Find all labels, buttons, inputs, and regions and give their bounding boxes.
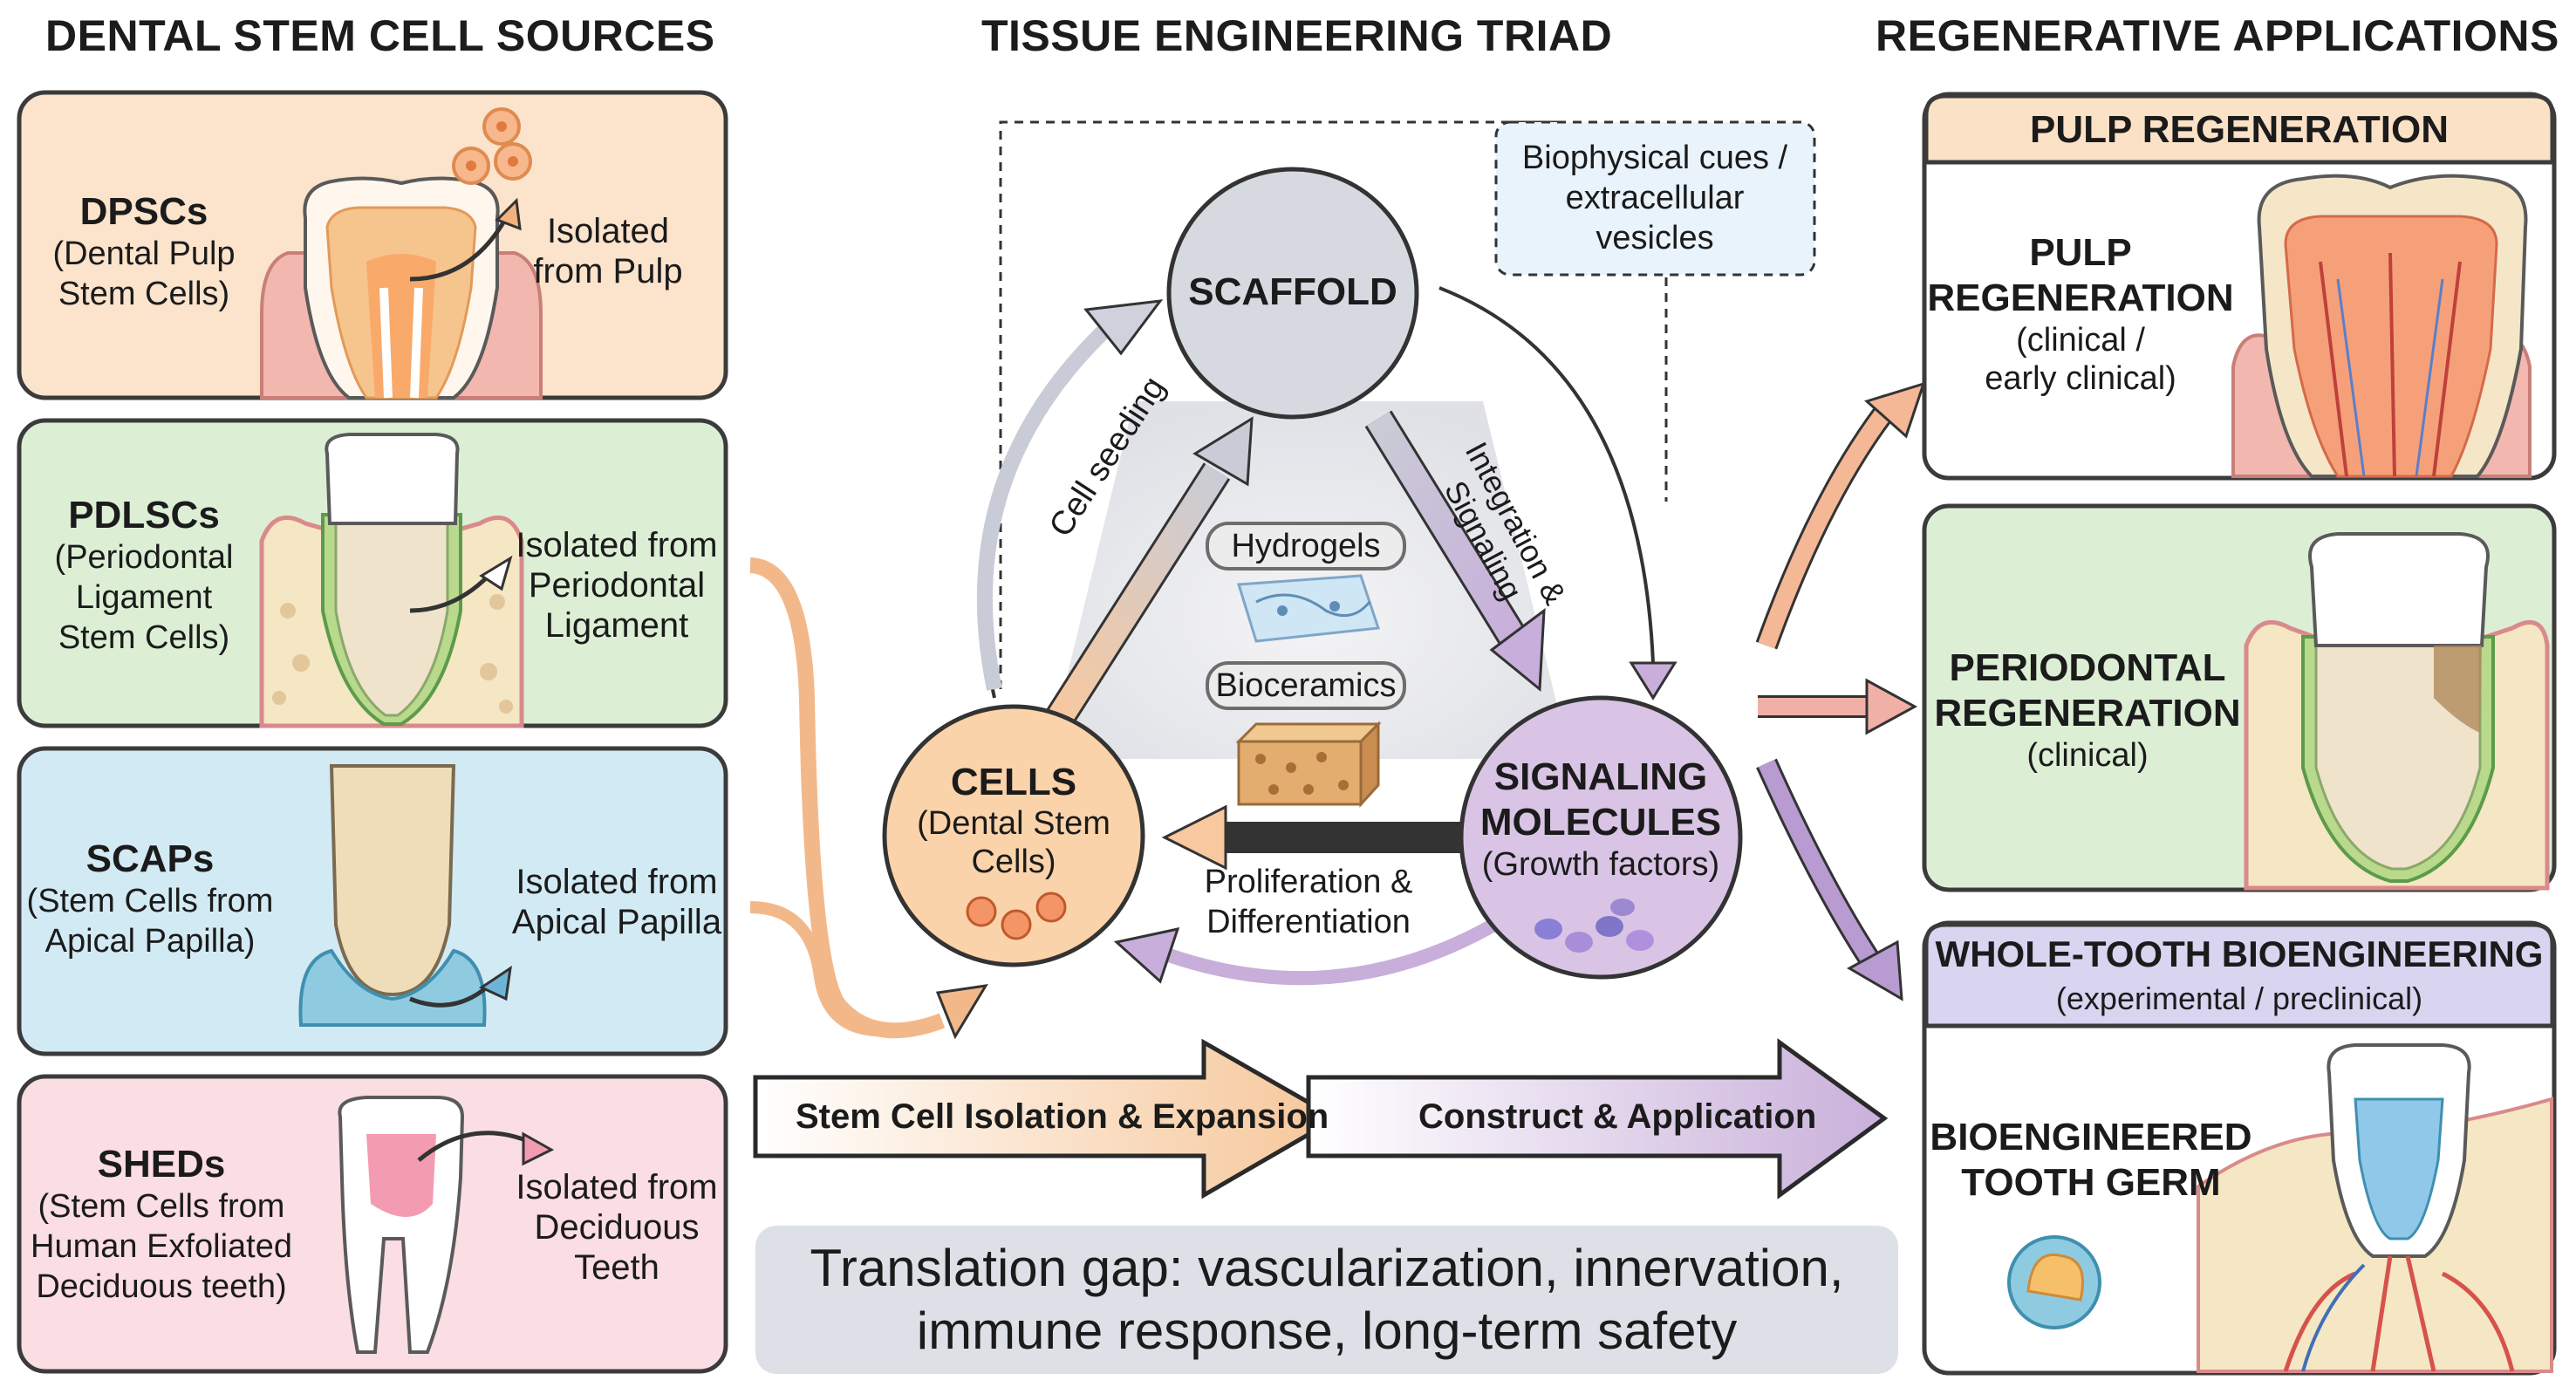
scap-iso-1: Isolated from: [516, 863, 718, 901]
pulp-title-2: REGENERATION: [1927, 277, 2234, 319]
perio-title-1: PERIODONTAL: [1949, 646, 2226, 689]
dpsc-label: DPSCs (Dental Pulp Stem Cells): [52, 190, 235, 314]
shed-iso-1: Isolated from: [516, 1168, 718, 1206]
shed-isolation: Isolated from Deciduous Teeth: [516, 1167, 717, 1288]
cells-title: CELLS: [950, 761, 1077, 803]
pulp-label: PULP REGENERATION (clinical / early clin…: [1927, 230, 2233, 398]
scap-root-illustration: [298, 764, 512, 1027]
dpsc-iso-2: from Pulp: [533, 252, 683, 290]
dpsc-abbr: DPSCs: [79, 190, 208, 233]
scap-full-1: (Stem Cells from: [26, 883, 274, 919]
biophysical-line-1: Biophysical cues /: [1521, 140, 1788, 176]
signaling-title-2: MOLECULES: [1479, 801, 1722, 844]
signaling-label: SIGNALING MOLECULES (Growth factors): [1480, 755, 1721, 884]
tooth-germ-title-1: BIOENGINEERED: [1930, 1116, 2252, 1158]
dpsc-full-2: Stem Cells): [58, 276, 230, 312]
whole-tooth-sub: (experimental / preclinical): [2055, 981, 2423, 1016]
pulp-sub-2: early clinical): [1985, 360, 2176, 397]
tooth-germ-label: BIOENGINEERED TOOTH GERM: [1930, 1115, 2251, 1206]
triad-header: TISSUE ENGINEERING TRIAD: [981, 11, 1613, 60]
shed-label: SHEDs (Stem Cells from Human Exfoliated …: [31, 1143, 292, 1307]
biophysical-line-3: vesicles: [1595, 220, 1714, 256]
pdlsc-abbr: PDLSCs: [68, 494, 220, 536]
perio-label: PERIODONTAL REGENERATION (clinical): [1934, 646, 2240, 775]
bioceramics-pill: Bioceramics: [1206, 661, 1406, 710]
dpsc-full-1: (Dental Pulp: [52, 236, 236, 272]
shed-iso-2: Deciduous: [534, 1208, 700, 1247]
pdlsc-full-1: (Periodontal: [54, 539, 234, 576]
signaling-sub: (Growth factors): [1481, 846, 1720, 883]
scap-full-2: Apical Papilla): [44, 923, 256, 960]
bioceramic-illustration: [1235, 721, 1382, 808]
cells-arrowhead: [935, 984, 988, 1040]
biophysical-line-2: extracellular: [1565, 180, 1745, 216]
pdlsc-iso-3: Ligament: [544, 606, 689, 645]
construct-flow-arrow: [1306, 1038, 1889, 1199]
dpsc-isolation: Isolated from Pulp: [533, 211, 682, 291]
pdlsc-full-3: Stem Cells): [58, 619, 230, 656]
pulp-tooth-illustration: [2231, 174, 2532, 478]
integration-arrow: [1367, 412, 1529, 653]
pdlsc-isolation: Isolated from Periodontal Ligament: [516, 525, 717, 646]
signaling-title-1: SIGNALING: [1493, 755, 1708, 798]
perio-tooth-illustration: [2244, 532, 2550, 891]
shed-full-2: Human Exfoliated: [31, 1228, 292, 1265]
scap-to-cells-arrow: [749, 901, 899, 1037]
pulp-title-1: PULP: [2029, 231, 2132, 274]
outer-arc-right: [1438, 286, 1655, 664]
shed-full-3: Deciduous teeth): [36, 1268, 287, 1305]
pdlsc-full-2: Ligament: [75, 579, 213, 616]
scap-label: SCAPs (Stem Cells from Apical Papilla): [27, 837, 274, 961]
biophysical-box: [1494, 120, 1816, 277]
shed-full-1: (Stem Cells from: [38, 1188, 285, 1225]
applications-header: REGENERATIVE APPLICATIONS: [1876, 11, 2559, 60]
shed-abbr: SHEDs: [97, 1143, 226, 1186]
cell-seeding-arrow: [1044, 463, 1228, 732]
shed-tooth-illustration: [338, 1096, 555, 1354]
cells-node: [882, 704, 1145, 967]
pdlsc-iso-2: Periodontal: [528, 566, 706, 605]
cells-sub-1: (Dental Stem: [917, 805, 1110, 842]
translation-gap-box: [755, 1226, 1898, 1374]
hydrogels-pill: Hydrogels: [1206, 522, 1406, 571]
perio-title-2: REGENERATION: [1934, 692, 2241, 735]
scaffold-node: [1166, 167, 1419, 420]
scap-isolation: Isolated from Apical Papilla: [512, 862, 721, 942]
dpsc-tooth-illustration: [260, 107, 543, 400]
construct-flow-label: Construct & Application: [1418, 1097, 1817, 1136]
translation-gap-text: Translation gap: vascularization, innerv…: [810, 1237, 1843, 1363]
to-whole-arrow: [1758, 759, 1883, 974]
cells-sub-2: Cells): [971, 844, 1056, 880]
scaffold-label: SCAFFOLD: [1188, 270, 1397, 313]
whole-tooth-header: WHOLE-TOOTH BIOENGINEERING: [1935, 933, 2544, 974]
pulp-sub-1: (clinical /: [2016, 322, 2145, 359]
signaling-node: [1459, 695, 1743, 980]
pulp-header: PULP REGENERATION: [2030, 108, 2449, 151]
translation-gap-line-2: immune response, long-term safety: [916, 1302, 1738, 1360]
proliferation-label: Proliferation & Differentiation: [1205, 862, 1413, 942]
tooth-germ-title-2: TOOTH GERM: [1961, 1161, 2221, 1204]
proliferation-line-2: Differentiation: [1206, 904, 1411, 940]
shed-iso-3: Teeth: [574, 1248, 659, 1287]
whole-tooth-illustration: [2007, 1043, 2553, 1373]
scap-abbr: SCAPs: [85, 837, 215, 880]
pdlsc-iso-1: Isolated from: [516, 526, 718, 564]
cells-label: CELLS (Dental Stem Cells): [917, 761, 1110, 881]
dpsc-iso-1: Isolated: [546, 212, 670, 250]
to-pulp-arrow: [1758, 395, 1900, 649]
isolation-flow-label: Stem Cell Isolation & Expansion: [796, 1097, 1329, 1136]
growth-factor-icons: [1534, 899, 1654, 953]
perio-sub: (clinical): [2026, 737, 2149, 774]
isolation-flow-arrow: [753, 1038, 1342, 1199]
proliferation-line-1: Proliferation &: [1204, 864, 1413, 900]
translation-gap-line-1: Translation gap: vascularization, innerv…: [810, 1239, 1844, 1297]
hydrogel-illustration: [1237, 574, 1381, 643]
scap-iso-2: Apical Papilla: [511, 903, 722, 941]
pdlsc-label: PDLSCs (Periodontal Ligament Stem Cells): [55, 494, 234, 658]
pdlsc-tooth-illustration: [259, 433, 524, 728]
biophysical-label: Biophysical cues / extracellular vesicle…: [1522, 138, 1787, 258]
sources-header: DENTAL STEM CELL SOURCES: [45, 11, 715, 60]
